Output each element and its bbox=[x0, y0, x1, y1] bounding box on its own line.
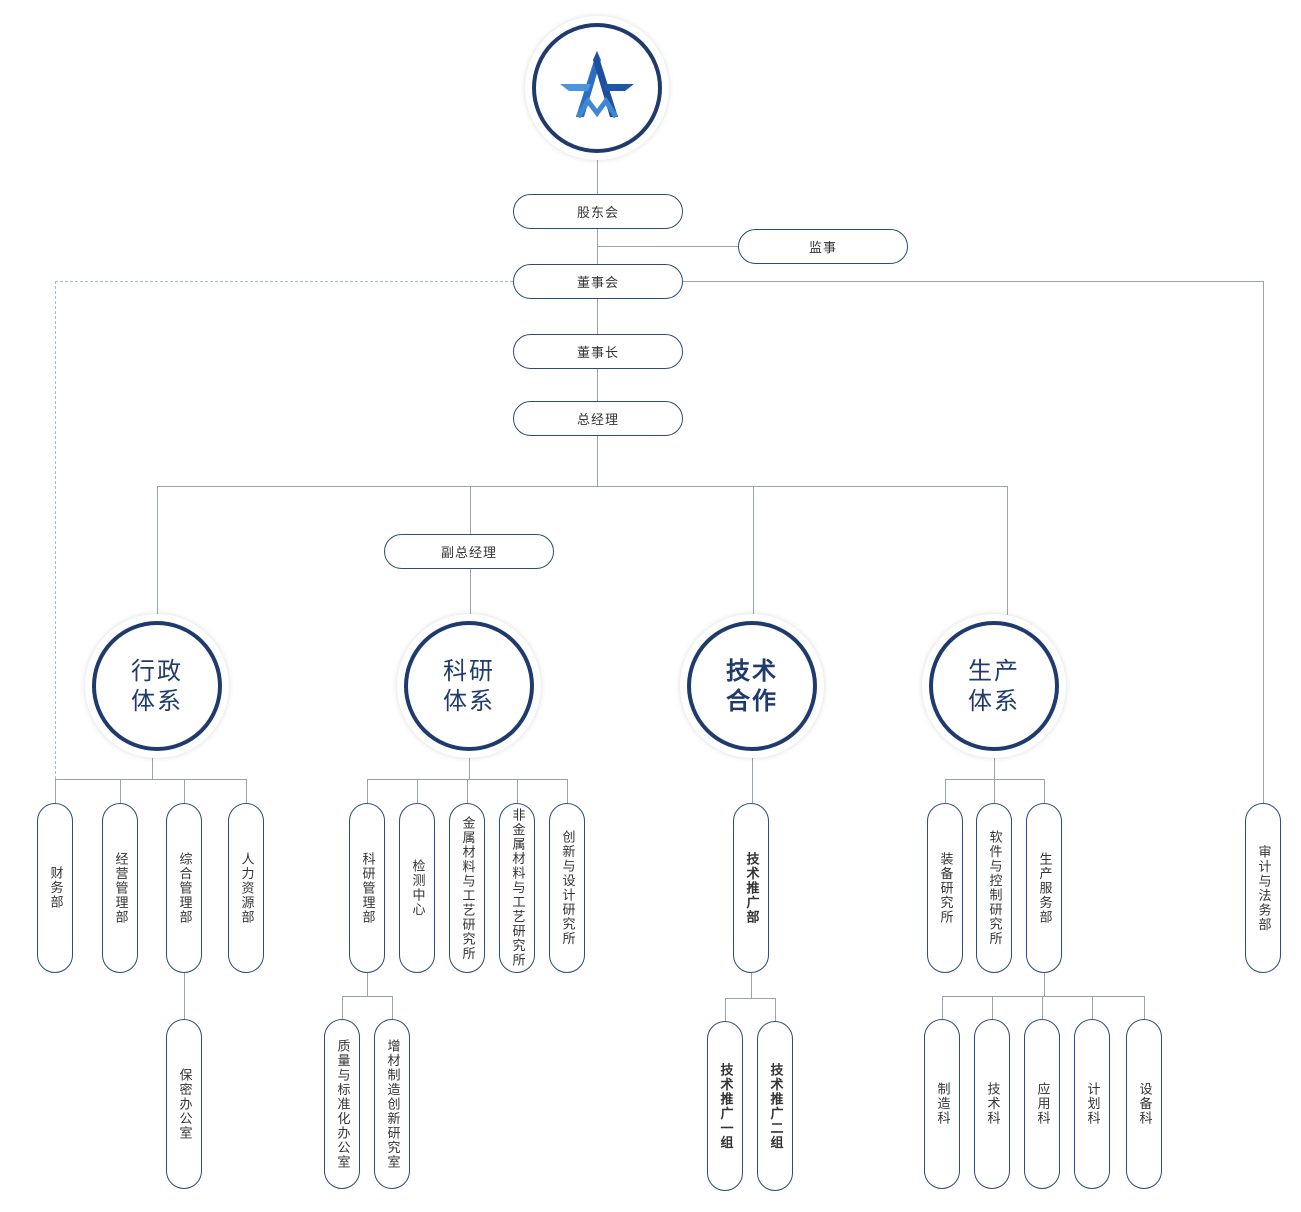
system-title-line1: 技术 bbox=[726, 657, 778, 685]
testing-center-node: 检测中心 bbox=[399, 803, 435, 973]
general-affairs-department-node: 综合管理部 bbox=[166, 803, 202, 973]
research-management-department-node: 科研管理部 bbox=[349, 803, 385, 973]
technology-promotion-group-1-node: 技术推广一组 bbox=[707, 1021, 743, 1191]
administration-system-node: 行政 体系 bbox=[85, 614, 229, 758]
logo-base-mark bbox=[575, 96, 619, 119]
additive-manufacturing-lab-node: 增材制造创新研究室 bbox=[374, 1019, 410, 1189]
software-control-institute-node: 软件与控制研究所 bbox=[976, 803, 1012, 973]
system-title-line2: 体系 bbox=[131, 687, 183, 715]
system-circle: 科研 体系 bbox=[404, 621, 534, 751]
technology-promotion-department-node: 技术推广部 bbox=[733, 803, 769, 973]
unit-label: 技术科 bbox=[984, 1082, 1000, 1126]
equipment-research-institute-node: 装备研究所 bbox=[927, 803, 963, 973]
manufacturing-section-node: 制造科 bbox=[924, 1019, 960, 1189]
deputy-general-manager-node: 副总经理 bbox=[384, 534, 554, 569]
audit-legal-department-node: 审计与法务部 bbox=[1245, 803, 1281, 973]
shareholders-meeting-node: 股东会 bbox=[513, 194, 683, 229]
general-manager-node: 总经理 bbox=[513, 401, 683, 436]
confidentiality-office-node: 保密办公室 bbox=[166, 1019, 202, 1189]
logo-ring bbox=[525, 16, 669, 160]
unit-label: 科研管理部 bbox=[359, 851, 375, 925]
logo-frame bbox=[532, 23, 662, 153]
metal-materials-institute-node: 金属材料与工艺研究所 bbox=[449, 803, 485, 973]
quality-standardization-office-node: 质量与标准化办公室 bbox=[324, 1019, 360, 1189]
unit-label: 审计与法务部 bbox=[1255, 844, 1271, 932]
unit-label: 增材制造创新研究室 bbox=[384, 1038, 400, 1170]
system-circle: 行政 体系 bbox=[92, 621, 222, 751]
unit-label: 经营管理部 bbox=[112, 851, 128, 925]
unit-label: 金属材料与工艺研究所 bbox=[459, 815, 475, 961]
unit-label: 软件与控制研究所 bbox=[986, 830, 1002, 946]
innovation-design-institute-node: 创新与设计研究所 bbox=[549, 803, 585, 973]
technology-promotion-group-2-node: 技术推广二组 bbox=[757, 1021, 793, 1191]
system-title-line1: 生产 bbox=[968, 657, 1020, 685]
board-of-directors-node: 董事会 bbox=[513, 264, 683, 299]
business-management-department-node: 经营管理部 bbox=[102, 803, 138, 973]
system-title-line1: 行政 bbox=[131, 657, 183, 685]
unit-label: 生产服务部 bbox=[1036, 851, 1052, 925]
human-resources-department-node: 人力资源部 bbox=[228, 803, 264, 973]
production-service-department-node: 生产服务部 bbox=[1026, 803, 1062, 973]
unit-label: 财务部 bbox=[47, 866, 63, 910]
application-section-node: 应用科 bbox=[1024, 1019, 1060, 1189]
technical-cooperation-node: 技术 合作 bbox=[680, 614, 824, 758]
system-title-line2: 体系 bbox=[968, 687, 1020, 715]
unit-label: 装备研究所 bbox=[937, 851, 953, 925]
unit-label: 创新与设计研究所 bbox=[559, 830, 575, 946]
nonmetal-materials-institute-node: 非金属材料与工艺研究所 bbox=[499, 803, 535, 973]
system-circle: 生产 体系 bbox=[929, 621, 1059, 751]
unit-label: 计划科 bbox=[1084, 1082, 1100, 1126]
unit-label: 检测中心 bbox=[409, 859, 425, 917]
unit-label: 应用科 bbox=[1034, 1082, 1050, 1126]
system-circle: 技术 合作 bbox=[687, 621, 817, 751]
system-title-line2: 合作 bbox=[726, 687, 778, 715]
system-title-line2: 体系 bbox=[443, 687, 495, 715]
planning-section-node: 计划科 bbox=[1074, 1019, 1110, 1189]
system-title-line1: 科研 bbox=[443, 657, 495, 685]
unit-label: 设备科 bbox=[1136, 1082, 1152, 1126]
unit-label: 技术推广一组 bbox=[717, 1062, 733, 1150]
unit-label: 质量与标准化办公室 bbox=[334, 1038, 350, 1170]
finance-department-node: 财务部 bbox=[37, 803, 73, 973]
supervisor-node: 监事 bbox=[738, 229, 908, 264]
unit-label: 制造科 bbox=[934, 1082, 950, 1126]
production-system-node: 生产 体系 bbox=[922, 614, 1066, 758]
unit-label: 技术推广部 bbox=[743, 851, 759, 925]
logo-right-wing bbox=[603, 84, 634, 91]
unit-label: 综合管理部 bbox=[176, 851, 192, 925]
unit-label: 技术推广二组 bbox=[767, 1062, 783, 1150]
technical-section-node: 技术科 bbox=[974, 1019, 1010, 1189]
equipment-section-node: 设备科 bbox=[1126, 1019, 1162, 1189]
unit-label: 人力资源部 bbox=[238, 851, 254, 925]
chairman-node: 董事长 bbox=[513, 334, 683, 369]
logo-left-wing bbox=[560, 84, 591, 91]
unit-label: 保密办公室 bbox=[176, 1067, 192, 1141]
unit-label: 非金属材料与工艺研究所 bbox=[509, 808, 525, 968]
company-logo bbox=[560, 51, 634, 119]
research-system-node: 科研 体系 bbox=[397, 614, 541, 758]
